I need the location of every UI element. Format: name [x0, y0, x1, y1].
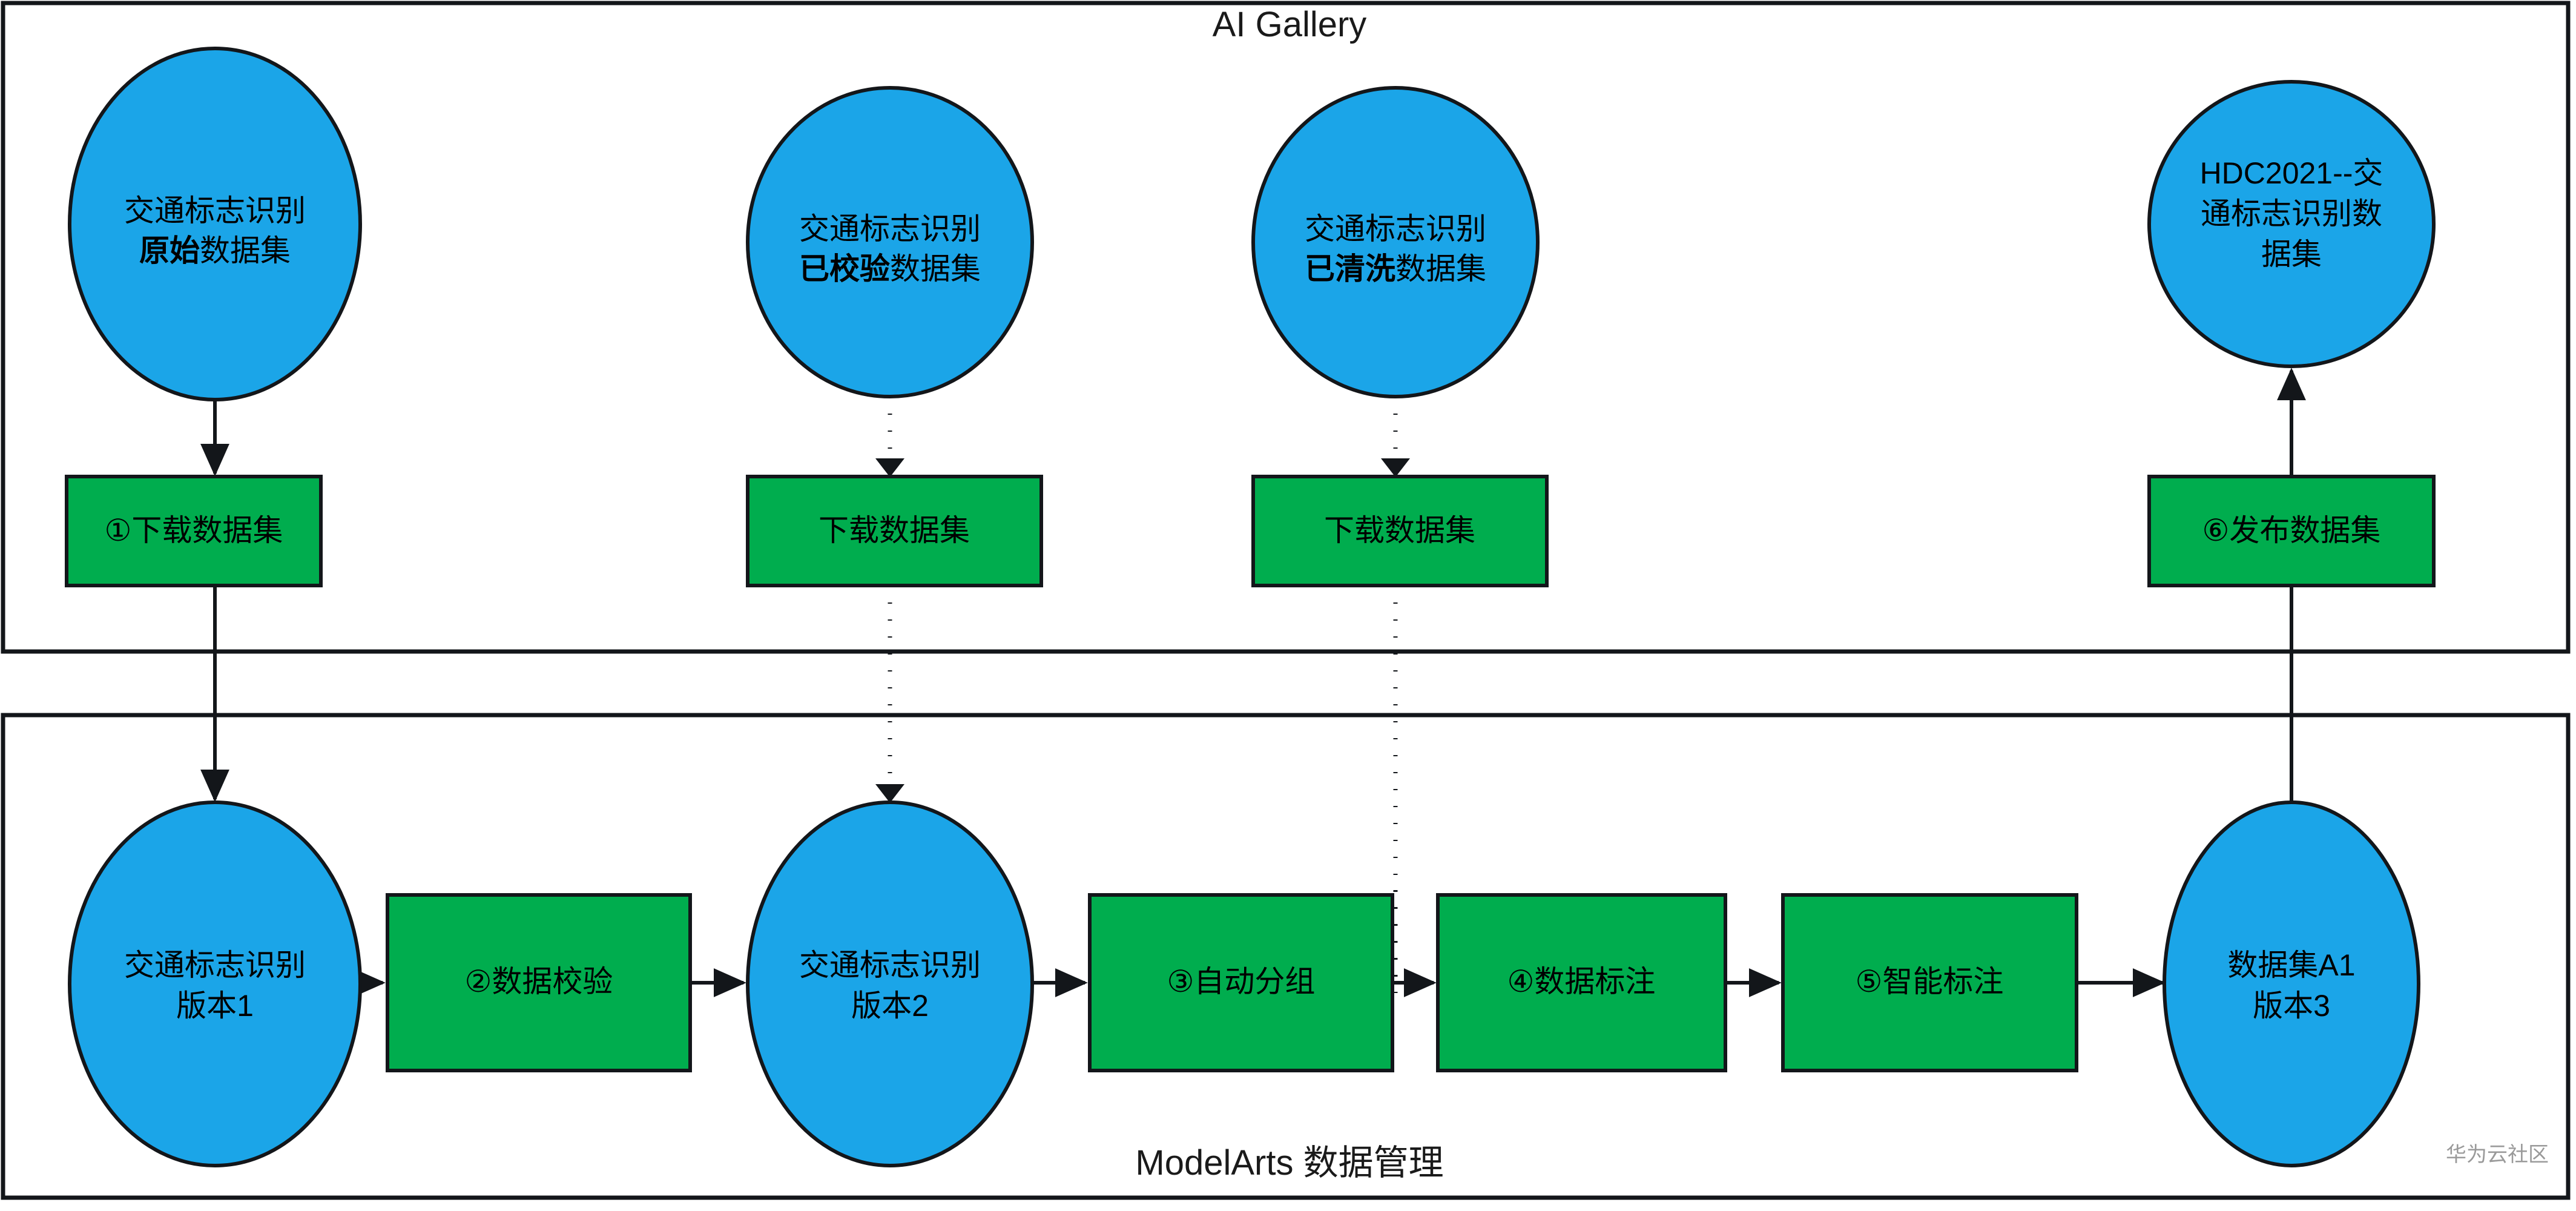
dataset-a1-version3-ellipse[interactable] — [2163, 800, 2420, 1167]
verified-dataset-label-line2: 已校验数据集 — [799, 252, 981, 286]
lane-modelarts-border — [1, 713, 2571, 1200]
dataset-version1-label-line1: 交通标志识别 — [124, 948, 306, 982]
raw-dataset-label-line1: 交通标志识别 — [124, 194, 306, 228]
download-dataset-1-label: ①下载数据集 — [105, 513, 283, 547]
dataset-version2-ellipse[interactable] — [746, 800, 1034, 1167]
node-auto-group-3[interactable]: ③自动分组 — [1088, 893, 1394, 1072]
lane-modelarts-title: ModelArts 数据管理 — [1135, 1143, 1443, 1183]
publish-dataset-6-box[interactable] — [2147, 475, 2436, 587]
cleaned-dataset-label-line1: 交通标志识别 — [1305, 212, 1486, 246]
lane-modelarts: ModelArts 数据管理 — [1, 713, 2571, 1200]
node-raw-dataset[interactable]: 交通标志识别 原始数据集 — [68, 47, 362, 401]
data-verify-2-label: ②数据校验 — [465, 965, 613, 998]
raw-dataset-label-line2: 原始数据集 — [139, 234, 291, 268]
node-dataset-version1[interactable]: 交通标志识别 版本1 — [68, 800, 362, 1167]
hdc2021-dataset-label-line3: 据集 — [2261, 237, 2322, 271]
node-download-dataset-2[interactable]: 下载数据集 — [746, 475, 1043, 587]
verified-dataset-ellipse[interactable] — [746, 86, 1034, 398]
lane-ai-gallery-border — [1, 1, 2571, 654]
cleaned-dataset-ellipse[interactable] — [1251, 86, 1540, 398]
dataset-version2-label-line1: 交通标志识别 — [799, 948, 981, 982]
dataset-version2-label-line2: 版本2 — [851, 989, 929, 1023]
node-smart-label-5[interactable]: ⑤智能标注 — [1781, 893, 2078, 1072]
raw-dataset-ellipse[interactable] — [68, 47, 362, 401]
node-download-dataset-1[interactable]: ①下载数据集 — [65, 475, 323, 587]
data-verify-2-box[interactable] — [386, 893, 692, 1072]
conn-verified-to-download2 — [875, 397, 904, 477]
publish-dataset-6-label: ⑥发布数据集 — [2202, 513, 2381, 547]
lane-ai-gallery-title: AI Gallery — [1213, 5, 1367, 44]
dataset-a1-version3-label-line2: 版本3 — [2253, 989, 2330, 1023]
node-dataset-a1-version3[interactable]: 数据集A1 版本3 — [2163, 800, 2420, 1167]
hdc2021-dataset-ellipse[interactable] — [2147, 80, 2436, 368]
conn-download2-to-version2 — [875, 586, 904, 803]
hdc2021-dataset-label-line2: 通标志识别数 — [2201, 197, 2382, 231]
node-publish-dataset-6[interactable]: ⑥发布数据集 — [2147, 475, 2436, 587]
node-dataset-version2[interactable]: 交通标志识别 版本2 — [746, 800, 1034, 1167]
node-verified-dataset[interactable]: 交通标志识别 已校验数据集 — [746, 86, 1034, 398]
auto-group-3-label: ③自动分组 — [1167, 965, 1316, 998]
node-cleaned-dataset[interactable]: 交通标志识别 已清洗数据集 — [1251, 86, 1540, 398]
watermark-label: 华为云社区 — [2446, 1143, 2549, 1166]
smart-label-5-label: ⑤智能标注 — [1856, 965, 2004, 998]
download-dataset-3-box[interactable] — [1251, 475, 1549, 587]
download-dataset-2-label: 下载数据集 — [819, 513, 970, 547]
dataset-version1-label-line2: 版本1 — [176, 989, 254, 1023]
dataset-a1-version3-label-line1: 数据集A1 — [2227, 948, 2355, 982]
data-label-4-label: ④数据标注 — [1507, 965, 1656, 998]
cleaned-dataset-label-line2: 已清洗数据集 — [1305, 252, 1486, 286]
hdc2021-dataset-label-line1: HDC2021--交 — [2200, 156, 2383, 190]
lane-ai-gallery: AI Gallery — [1, 1, 2571, 654]
download-dataset-1-box[interactable] — [65, 475, 323, 587]
data-label-4-box[interactable] — [1436, 893, 1727, 1072]
conn-cleaned-to-download3 — [1381, 397, 1410, 477]
node-data-verify-2[interactable]: ②数据校验 — [386, 893, 692, 1072]
verified-dataset-label-line1: 交通标志识别 — [799, 212, 981, 246]
node-hdc2021-dataset[interactable]: HDC2021--交 通标志识别数 据集 — [2147, 80, 2436, 368]
node-download-dataset-3[interactable]: 下载数据集 — [1251, 475, 1549, 587]
auto-group-3-box[interactable] — [1088, 893, 1394, 1072]
smart-label-5-box[interactable] — [1781, 893, 2078, 1072]
node-data-label-4[interactable]: ④数据标注 — [1436, 893, 1727, 1072]
download-dataset-2-box[interactable] — [746, 475, 1043, 587]
download-dataset-3-label: 下载数据集 — [1324, 513, 1475, 547]
dataset-version1-ellipse[interactable] — [68, 800, 362, 1167]
